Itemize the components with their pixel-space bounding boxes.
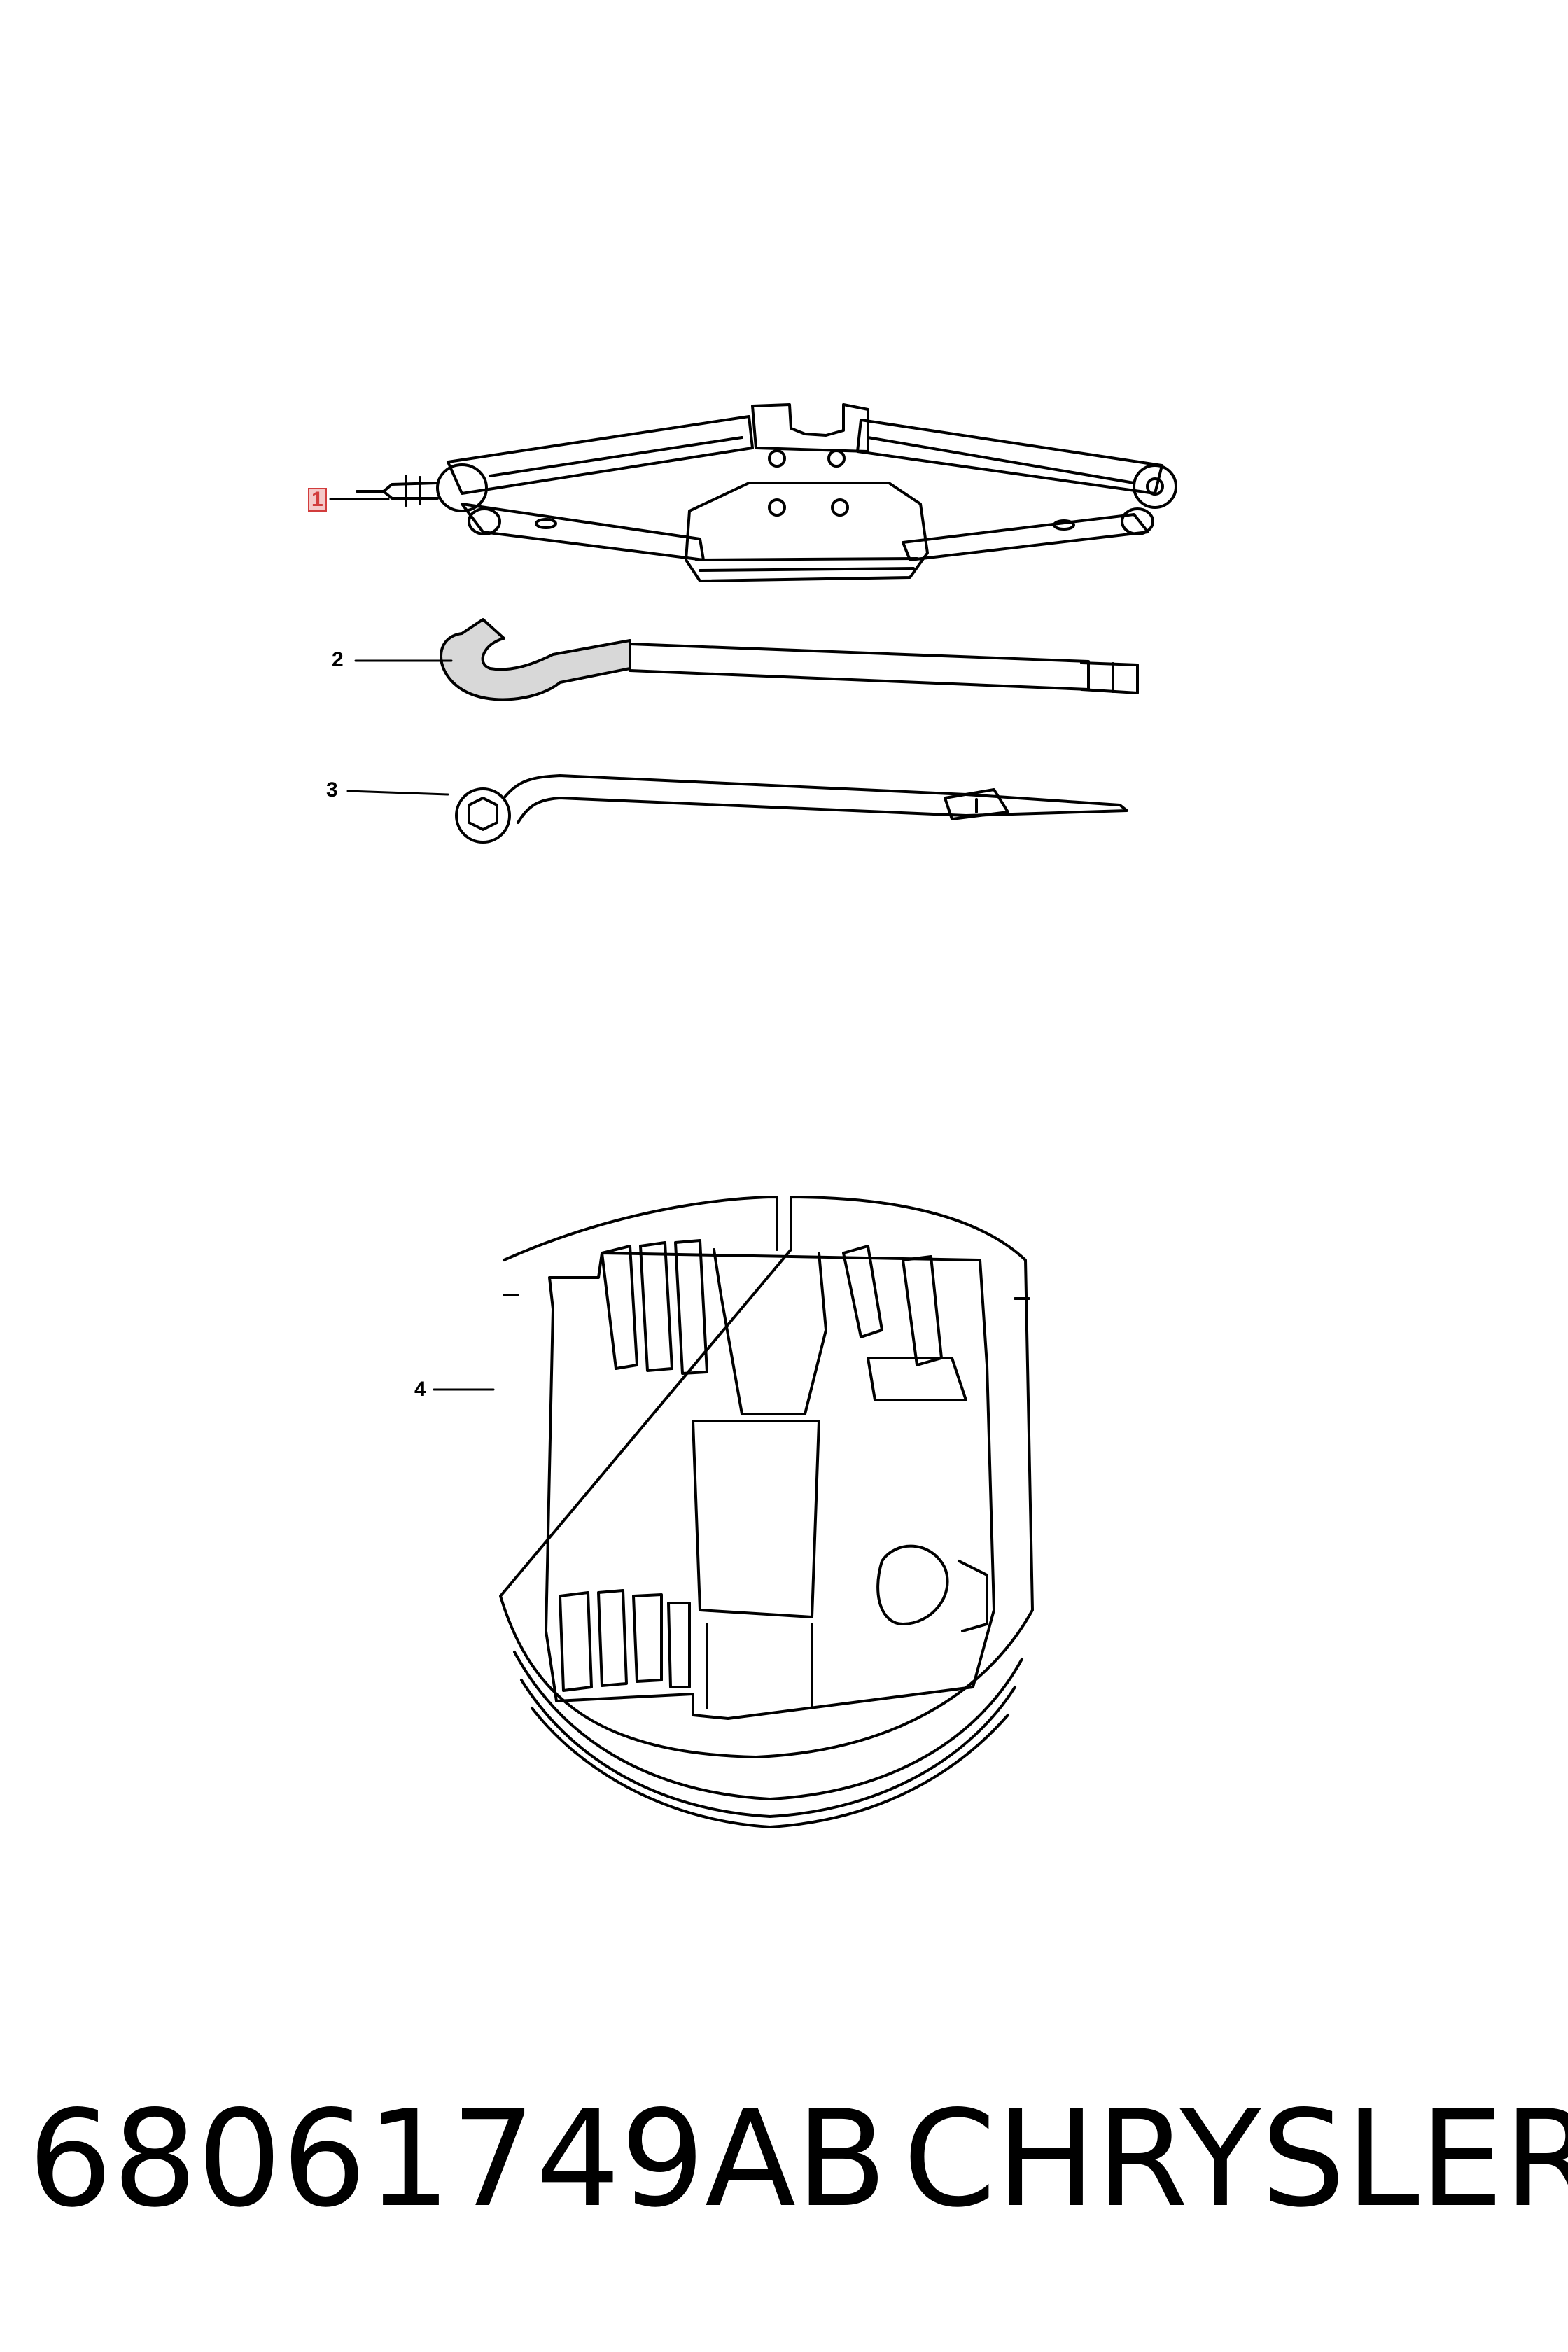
part-number: 68061749AB [28, 2082, 888, 2236]
lug-wrench [455, 774, 1128, 844]
leader-lines [329, 498, 495, 1391]
callout-1[interactable]: 1 [308, 488, 327, 512]
jack-handle [440, 618, 1139, 701]
callout-4[interactable]: 4 [414, 1378, 426, 1401]
scissor-jack [356, 403, 1177, 582]
foam-storage-tray [499, 1196, 1034, 1828]
callout-3[interactable]: 3 [326, 778, 338, 802]
callout-2[interactable]: 2 [332, 648, 344, 671]
brand-name: CHRYSLER [903, 2082, 1568, 2236]
